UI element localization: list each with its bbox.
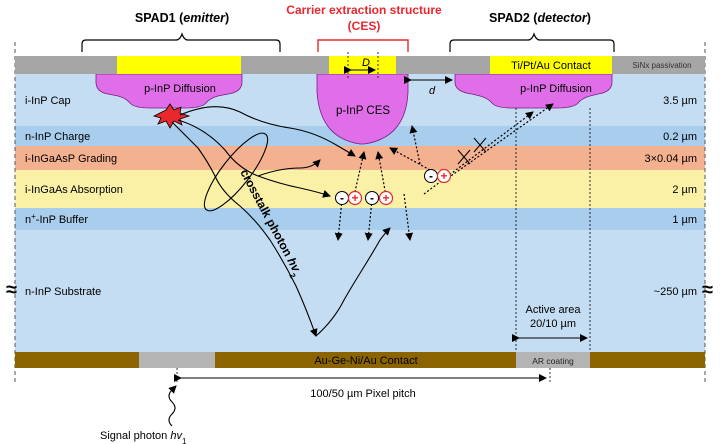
carrier-arrow-1: [334, 199, 343, 241]
ces-header-title: Carrier extraction structure: [286, 3, 442, 17]
thickness-grading: 3×0.04 µm: [644, 153, 697, 165]
layer-name-charge: n-InP Charge: [25, 131, 90, 143]
ar-coating-label: AR coating: [532, 356, 574, 366]
pitch-label: 100/50 µm Pixel pitch: [310, 388, 415, 400]
layer-name-substrate: n-InP Substrate: [25, 286, 101, 298]
carriers: - + - + - +: [335, 168, 452, 206]
carrier-arrow-8: [447, 103, 554, 179]
layer-buffer: [15, 208, 705, 230]
carrier-arrow-3: [364, 199, 373, 241]
ces-bracket: [317, 39, 409, 52]
break-mark-right: ≈: [702, 279, 713, 301]
thickness-substrate: ~250 µm: [654, 286, 697, 298]
spad2-diffusion: [454, 73, 613, 109]
layer-names: i-InP Cap n-InP Charge i-InGaAsP Grading…: [25, 95, 123, 298]
break-mark-left: ≈: [6, 279, 17, 301]
electron-3: -: [424, 169, 438, 183]
carrier-arrow-4: [375, 151, 387, 197]
layer-name-buffer: n+-InP Buffer: [25, 212, 88, 227]
layer-thicknesses: 3.5 µm 0.2 µm 3×0.04 µm 2 µm 1 µm ~250 µ…: [644, 95, 697, 298]
bottom-contact-main: [215, 352, 516, 368]
top-contact-label: Ti/Pt/Au Contact: [511, 60, 591, 72]
carrier-arrow-9: [423, 111, 534, 195]
dim-d-label: d: [429, 85, 436, 97]
carrier-arrow-2: [353, 151, 367, 197]
spad2-contact: [490, 56, 612, 74]
spad1-diffusion: [95, 73, 243, 109]
emission-spark-icon: [152, 103, 191, 129]
hole-2: +: [378, 190, 394, 206]
svg-text:+: +: [382, 191, 389, 205]
layer-name-absorption: i-InGaAs Absorption: [25, 184, 123, 196]
carrier-arrow-7: [409, 125, 421, 165]
spad1-contact: [117, 56, 241, 74]
crosstalk-path-2: [171, 121, 318, 337]
svg-text:+: +: [440, 169, 447, 183]
crosstalk-path-5: [257, 159, 321, 177]
carrier-dotted-arrows: [334, 103, 554, 241]
electron-2: -: [365, 191, 379, 205]
crosstalk-path-4: [315, 227, 391, 337]
spad2-bracket: [449, 32, 615, 52]
thickness-absorption: 2 µm: [672, 184, 697, 196]
hole-1: +: [347, 190, 363, 206]
crosstalk-photon-paths: [171, 106, 391, 337]
hole-3: +: [436, 168, 452, 184]
thickness-cap: 3.5 µm: [663, 95, 697, 107]
bottom-contact-label: Au-Ge-Ni/Au Contact: [314, 355, 417, 367]
crosstalk-path-1: [179, 106, 356, 157]
spad2-diffusion-label: p-InP Diffusion: [520, 83, 592, 95]
spad1-header: SPAD1 (emitter): [135, 11, 229, 25]
ces-diffusion-label: p-InP CES: [336, 105, 390, 117]
active-area-label-line1: Active area: [525, 304, 581, 316]
bottom-contact-left: [15, 352, 139, 368]
svg-text:-: -: [370, 191, 374, 205]
spad2-header: SPAD2 (detector): [489, 11, 591, 25]
layer-substrate: [15, 230, 705, 352]
spad1-diffusion-label: p-InP Diffusion: [144, 83, 216, 95]
thickness-charge: 0.2 µm: [663, 131, 697, 143]
svg-text:-: -: [340, 191, 344, 205]
ar-coating-region: [516, 352, 590, 368]
thickness-buffer: 1 µm: [672, 214, 697, 226]
dim-D-label: D: [362, 57, 370, 69]
sinx-label: SiNx passivation: [632, 61, 691, 70]
layer-name-grading: i-InGaAsP Grading: [25, 153, 117, 165]
svg-text:+: +: [351, 191, 358, 205]
svg-text:-: -: [429, 169, 433, 183]
blocked-cross-marks: [457, 137, 487, 165]
signal-photon-label: Signal photon hv1: [100, 430, 187, 444]
ces-diffusion: [316, 73, 409, 145]
layer-grading: [15, 146, 705, 170]
ces-header-abbrev: (CES): [348, 19, 381, 33]
bottom-contact-right: [590, 352, 705, 368]
layer-name-cap: i-InP Cap: [25, 95, 71, 107]
bottom-window: [139, 352, 215, 368]
signal-photon-wave: [168, 385, 177, 427]
active-area-label-line2: 20/10 µm: [530, 318, 576, 330]
crosstalk-ellipse: [203, 132, 269, 212]
spad1-bracket: [81, 32, 281, 52]
electron-1: -: [335, 191, 349, 205]
